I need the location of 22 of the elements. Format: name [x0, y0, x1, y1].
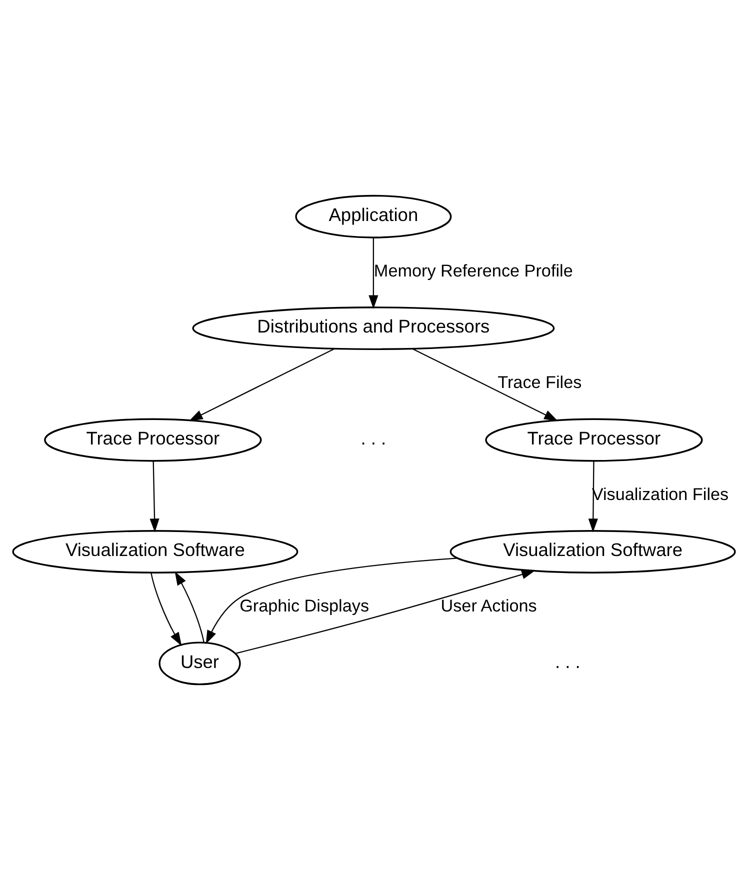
- edge-label: Trace Files: [498, 372, 582, 392]
- node-ellipse: Distributions and Processors: [192, 306, 555, 350]
- node-ellipse: User: [158, 642, 241, 686]
- edge-label: Graphic Displays: [240, 596, 370, 616]
- node-ellipse: Application: [295, 194, 452, 238]
- node-ellipse: Trace Processor: [485, 418, 703, 462]
- arrow: [206, 558, 458, 644]
- label: . . .: [554, 650, 580, 672]
- arrow: [588, 461, 598, 532]
- node-ellipse: Trace Processor: [44, 418, 262, 462]
- arrow: [150, 572, 182, 646]
- arrow: [174, 571, 204, 642]
- arrow: [188, 348, 334, 421]
- arrow: [412, 348, 558, 421]
- arrow: [368, 238, 378, 309]
- label: . . .: [360, 427, 386, 448]
- arrow: [236, 570, 536, 654]
- edge-label: Memory Reference Profile: [374, 260, 573, 280]
- edge-label: User Actions: [440, 596, 537, 616]
- node-ellipse: Visualization Software: [12, 530, 298, 574]
- node-ellipse: Visualization Software: [450, 530, 736, 574]
- arrow: [150, 461, 160, 532]
